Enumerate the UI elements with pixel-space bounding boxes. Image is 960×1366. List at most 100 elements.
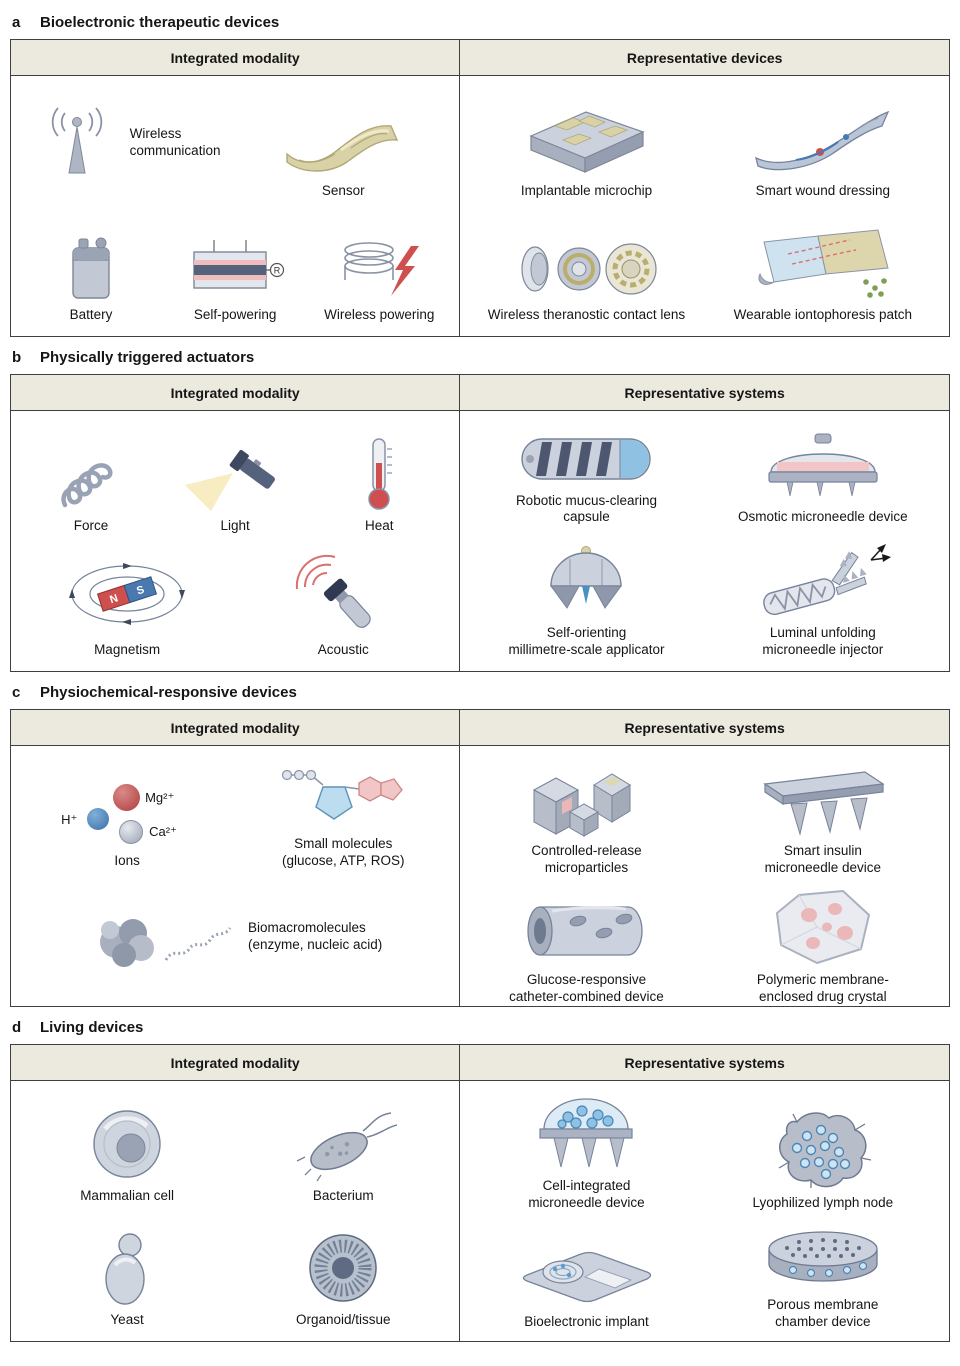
device-iontophoresis-patch: Wearable iontophoresis patch xyxy=(705,206,941,330)
yeast-icon xyxy=(105,1233,145,1305)
antenna-icon xyxy=(51,107,102,174)
modality-ions: H⁺ Mg²⁺ Ca²⁺ Ions xyxy=(19,752,235,876)
panel-d: d Living devices Integrated modality Rep… xyxy=(10,1007,950,1342)
modality-wireless-powering: Wireless powering xyxy=(307,206,451,330)
modality-self-powering: R Self-powering xyxy=(163,206,307,330)
implantable-microchip-label: Implantable microchip xyxy=(520,183,653,199)
glucose-catheter-icon xyxy=(527,905,644,956)
glucose-catheter-label: Glucose-responsive catheter-combined dev… xyxy=(509,971,664,1004)
panel-b-title: Physically triggered actuators xyxy=(40,349,255,366)
panel-c-header-left: Integrated modality xyxy=(11,710,461,745)
modality-organoid: Organoid/tissue xyxy=(235,1211,451,1335)
contact-lens-icon xyxy=(521,243,658,295)
biomacromolecules-label: Biomacromolecules (enzyme, nucleic acid) xyxy=(247,920,383,952)
iontophoresis-patch-label: Wearable iontophoresis patch xyxy=(733,307,913,323)
modality-bacterium: Bacterium xyxy=(235,1087,451,1211)
panel-c-title: Physiochemical-responsive devices xyxy=(40,684,297,701)
panel-c: c Physiochemical-responsive devices Inte… xyxy=(10,672,950,1007)
yeast-label: Yeast xyxy=(110,1312,144,1328)
mammalian-cell-label: Mammalian cell xyxy=(80,1188,174,1204)
spring-force-icon xyxy=(61,463,113,508)
system-porous-membrane: Porous membrane chamber device xyxy=(705,1218,941,1337)
modality-mammalian-cell: Mammalian cell xyxy=(19,1087,235,1211)
sensor-icon xyxy=(286,125,399,172)
panel-b-header-left: Integrated modality xyxy=(11,375,461,410)
small-molecules-label: Small molecules (glucose, ATP, ROS) xyxy=(281,836,405,869)
system-self-orienting-applicator: Self-orienting millimetre-scale applicat… xyxy=(468,532,704,665)
modality-biomacromolecules: Biomacromolecules (enzyme, nucleic acid) xyxy=(19,876,451,1000)
magnet-n-label: N xyxy=(108,592,119,606)
h-ion-label: H⁺ xyxy=(61,812,78,828)
mg-ion-label: Mg²⁺ xyxy=(145,790,175,806)
osmotic-microneedle-label: Osmotic microneedle device xyxy=(738,509,908,525)
luminal-injector-icon xyxy=(762,544,891,616)
panel-b-letter: b xyxy=(12,349,22,366)
panel-d-systems-column: Cell-integrated microneedle device xyxy=(460,1081,949,1341)
battery-icon xyxy=(72,237,110,299)
panel-a-header-left: Integrated modality xyxy=(11,40,461,75)
modality-light: Light xyxy=(163,417,307,541)
ions-label: Ions xyxy=(114,853,140,869)
device-implantable-microchip: Implantable microchip xyxy=(468,82,704,206)
h-ion-dot xyxy=(87,808,110,831)
modality-yeast: Yeast xyxy=(19,1211,235,1335)
self-orienting-applicator-icon xyxy=(550,546,623,610)
drug-crystal-label: Polymeric membrane- enclosed drug crysta… xyxy=(756,971,889,1004)
cell-microneedle-icon xyxy=(539,1098,634,1168)
modality-heat: Heat xyxy=(307,417,451,541)
drug-crystal-icon xyxy=(775,889,870,964)
panel-b-column-headers: Integrated modality Representative syste… xyxy=(11,375,949,411)
modality-acoustic: Acoustic xyxy=(235,541,451,665)
ca-ion-dot xyxy=(119,820,144,845)
resistor-r-label: R xyxy=(274,266,281,276)
modality-force: Force xyxy=(19,417,163,541)
panel-d-modality-column: Mammalian cell xyxy=(11,1081,461,1341)
magnetism-label: Magnetism xyxy=(94,642,161,658)
lymph-node-label: Lyophilized lymph node xyxy=(752,1194,894,1210)
wound-dressing-label: Smart wound dressing xyxy=(755,183,890,199)
system-robotic-capsule: Robotic mucus-clearing capsule xyxy=(468,417,704,532)
panel-b-systems-column: Robotic mucus-clearing capsule xyxy=(460,411,949,671)
robotic-capsule-label: Robotic mucus-clearing capsule xyxy=(515,492,657,525)
panel-d-header-right: Representative systems xyxy=(624,1054,785,1071)
robotic-capsule-icon xyxy=(521,437,652,480)
panel-c-letter: c xyxy=(12,684,21,701)
modality-battery: Battery xyxy=(19,206,163,330)
light-label: Light xyxy=(220,518,250,534)
organoid-label: Organoid/tissue xyxy=(295,1312,391,1328)
insulin-microneedle-icon xyxy=(763,771,885,836)
iontophoresis-patch-icon xyxy=(758,229,889,298)
bacterium-label: Bacterium xyxy=(312,1188,374,1204)
self-orienting-applicator-label: Self-orienting millimetre-scale applicat… xyxy=(508,625,665,658)
system-lymph-node: Lyophilized lymph node xyxy=(705,1087,941,1218)
panel-c-modality-column: H⁺ Mg²⁺ Ca²⁺ Ions xyxy=(11,746,461,1006)
ions-icon: H⁺ Mg²⁺ Ca²⁺ xyxy=(59,782,195,848)
panel-d-letter: d xyxy=(12,1019,22,1036)
panel-a-header-right: Representative devices xyxy=(626,49,783,66)
mg-ion-dot xyxy=(113,784,141,812)
panel-b: b Physically triggered actuators Integra… xyxy=(10,337,950,672)
panel-d-box: Integrated modality Representative syste… xyxy=(10,1044,950,1342)
magnet-s-label: S xyxy=(135,584,146,598)
panel-d-column-headers: Integrated modality Representative syste… xyxy=(11,1045,949,1081)
wireless-communication-label: Wireless communication xyxy=(129,126,221,158)
panel-a-modality-column: Wireless communication Sensor xyxy=(11,76,461,336)
bacterium-icon xyxy=(296,1112,398,1182)
panel-a-devices-column: Implantable microchip Smart wound dressi… xyxy=(460,76,949,336)
panel-a-column-headers: Integrated modality Representative devic… xyxy=(11,40,949,76)
acoustic-label: Acoustic xyxy=(317,642,369,658)
panel-d-title: Living devices xyxy=(40,1019,144,1036)
wound-dressing-icon xyxy=(754,110,890,171)
bioelectronic-implant-icon xyxy=(523,1251,652,1302)
thermometer-icon xyxy=(368,438,393,510)
porous-membrane-label: Porous membrane chamber device xyxy=(767,1296,879,1329)
microparticles-label: Controlled-release microparticles xyxy=(531,843,642,875)
system-microparticles: Controlled-release microparticles xyxy=(468,752,704,883)
system-luminal-injector: Luminal unfolding microneedle injector xyxy=(705,532,941,665)
wireless-powering-icon xyxy=(344,242,420,297)
panel-b-heading: b Physically triggered actuators xyxy=(10,337,950,374)
system-osmotic-microneedle: Osmotic microneedle device xyxy=(705,417,941,532)
luminal-injector-label: Luminal unfolding microneedle injector xyxy=(762,625,884,658)
modality-small-molecules: Small molecules (glucose, ATP, ROS) xyxy=(235,752,451,876)
